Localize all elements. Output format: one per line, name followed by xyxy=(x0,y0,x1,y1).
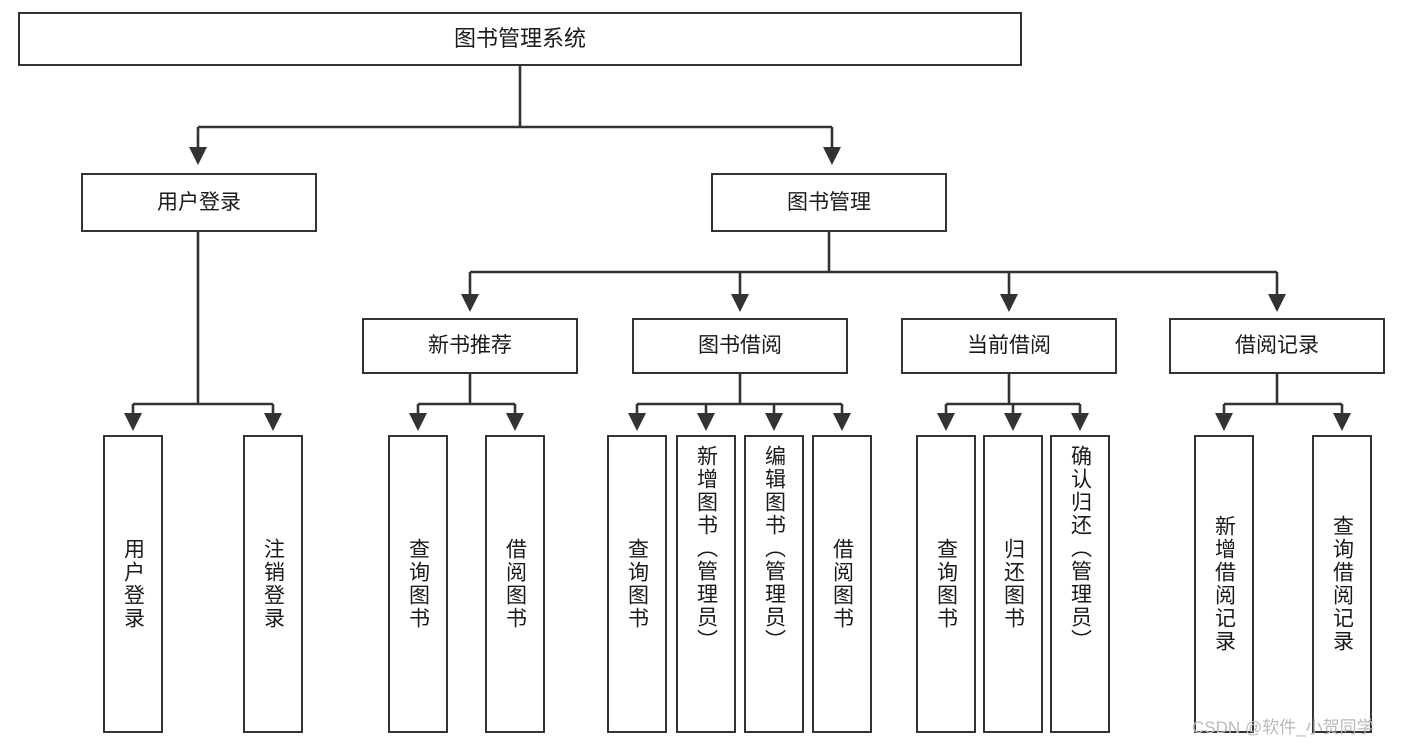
node-label: 图书借阅 xyxy=(698,334,782,358)
node-label: 图书管理 xyxy=(787,190,871,214)
leaf-borrow-query-book[interactable]: 查询图书 xyxy=(607,435,667,733)
leaf-recommend-query-book[interactable]: 查询图书 xyxy=(388,435,448,733)
node-current-borrow[interactable]: 当前借阅 xyxy=(901,318,1117,374)
node-label: 借阅图书 xyxy=(503,538,527,630)
leaf-user-login-logout[interactable]: 注销登录 xyxy=(243,435,303,733)
node-label: 确认归还（管理员） xyxy=(1068,445,1092,652)
leaf-record-add-record[interactable]: 新增借阅记录 xyxy=(1194,435,1254,733)
csdn-watermark: CSDN @软件_小贺同学 xyxy=(1192,718,1374,737)
node-book-management[interactable]: 图书管理 xyxy=(711,173,947,232)
node-root-system[interactable]: 图书管理系统 xyxy=(18,12,1022,66)
node-label: 新增图书（管理员） xyxy=(694,445,718,652)
node-label: 查询图书 xyxy=(625,538,649,630)
node-label: 查询图书 xyxy=(406,538,430,630)
node-label: 借阅记录 xyxy=(1235,334,1319,358)
leaf-current-return-book[interactable]: 归还图书 xyxy=(983,435,1043,733)
node-label: 图书管理系统 xyxy=(453,25,586,51)
node-label: 借阅图书 xyxy=(830,538,854,630)
node-borrow-record[interactable]: 借阅记录 xyxy=(1169,318,1385,374)
node-label: 编辑图书（管理员） xyxy=(762,445,786,652)
leaf-current-query-book[interactable]: 查询图书 xyxy=(916,435,976,733)
leaf-current-confirm-return-admin[interactable]: 确认归还（管理员） xyxy=(1050,435,1110,733)
node-label: 查询借阅记录 xyxy=(1330,515,1354,653)
node-label: 注销登录 xyxy=(261,538,285,630)
node-new-book-recommend[interactable]: 新书推荐 xyxy=(362,318,578,374)
node-label: 用户登录 xyxy=(121,538,145,630)
node-label: 用户登录 xyxy=(157,190,241,214)
leaf-recommend-borrow-book[interactable]: 借阅图书 xyxy=(485,435,545,733)
node-label: 当前借阅 xyxy=(967,334,1051,358)
leaf-user-login-login[interactable]: 用户登录 xyxy=(103,435,163,733)
leaf-borrow-borrow-book[interactable]: 借阅图书 xyxy=(812,435,872,733)
leaf-record-query-record[interactable]: 查询借阅记录 xyxy=(1312,435,1372,733)
node-book-borrow[interactable]: 图书借阅 xyxy=(632,318,848,374)
leaf-borrow-edit-book-admin[interactable]: 编辑图书（管理员） xyxy=(744,435,804,733)
leaf-borrow-add-book-admin[interactable]: 新增图书（管理员） xyxy=(676,435,736,733)
node-label: 查询图书 xyxy=(934,538,958,630)
node-label: 新增借阅记录 xyxy=(1212,515,1236,653)
node-label: 新书推荐 xyxy=(428,334,512,358)
node-label: 归还图书 xyxy=(1001,538,1025,630)
node-user-login[interactable]: 用户登录 xyxy=(81,173,317,232)
